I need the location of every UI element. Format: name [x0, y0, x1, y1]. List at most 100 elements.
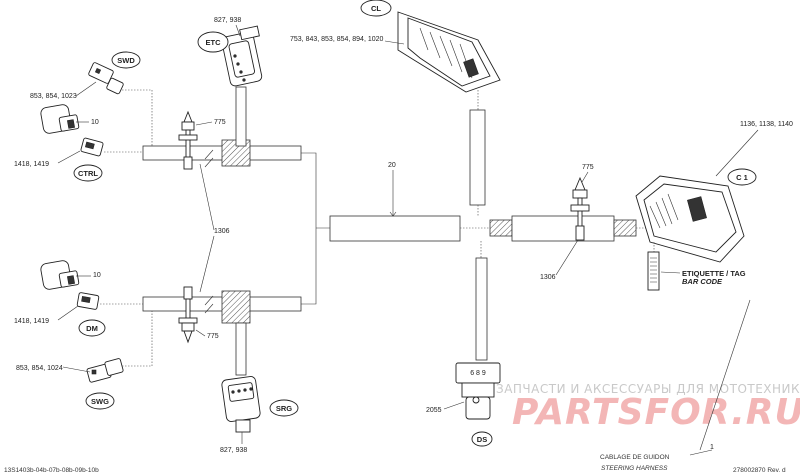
upper-cable-tie-tip — [183, 110, 193, 123]
srg-tag: SRG — [276, 404, 292, 413]
harness-trunk-right — [511, 215, 615, 242]
srg-connector: SRG 827, 938 — [220, 376, 299, 454]
cl-tag: CL — [371, 4, 381, 13]
right-1306-leader — [555, 239, 579, 276]
lower-cable-tie-tip — [183, 330, 193, 344]
c1-tag: C 1 — [736, 173, 748, 182]
tag-label-line2: BAR CODE — [682, 277, 723, 286]
etc-connector-latch — [239, 25, 260, 41]
swg-tag-bubble — [85, 392, 115, 410]
ds-connector-neck — [461, 382, 495, 398]
upper-775-leader — [195, 121, 213, 126]
upper-1418-leader — [57, 150, 81, 164]
lower-splice — [178, 286, 214, 344]
etc-leader — [235, 24, 241, 37]
swd-connector-plug — [106, 77, 124, 95]
lower-cable-tie-strap — [178, 317, 198, 324]
cl-connector-ribs — [419, 27, 473, 79]
upper-splice — [178, 110, 214, 170]
title-en: STEERING HARNESS — [601, 465, 668, 472]
lower-cable-tie-head — [181, 322, 195, 332]
watermark: ЗАПЧАСТИ И АКСЕССУАРЫ ДЛЯ МОТОТЕХНИКИ PA… — [496, 382, 800, 433]
ds-connector-body — [465, 396, 491, 420]
right-cable-tie-strap — [570, 204, 590, 212]
splice-ref: 1306 — [214, 228, 230, 235]
upper-1418-ref: 1418, 1419 — [14, 161, 49, 168]
srg-connector-face — [227, 382, 255, 402]
right-cable-tie-head — [572, 189, 588, 199]
ctrl-connector: CTRL 10 1418, 1419 — [14, 104, 143, 182]
etc-tag-bubble — [197, 31, 229, 53]
lower-775-leader — [195, 329, 206, 337]
ctrl-tag: CTRL — [78, 169, 98, 178]
swg-dash — [122, 311, 153, 367]
c1-part-ref: 1136, 1138, 1140 — [740, 121, 793, 128]
dm-tag: DM — [86, 324, 98, 333]
c1-connector-lock — [687, 196, 707, 222]
dm-tag-bubble — [78, 319, 106, 337]
swg-leader — [62, 366, 91, 373]
right-1306-ref: 1306 — [540, 274, 556, 281]
ds-wire — [475, 257, 488, 361]
trunk-sleeve-right — [613, 219, 637, 237]
upper-splice-sleeve — [183, 156, 193, 170]
c1-connector: C 1 1136, 1138, 1140 ETIQUETTE / TAG BAR… — [635, 121, 793, 451]
tag-1-leader — [689, 449, 713, 456]
drawing-id: 13S1403b-04b-07b-08b-09b-10b — [4, 467, 99, 474]
splice-leaders — [199, 163, 215, 293]
upper-cable-tie-head — [181, 121, 195, 131]
tag-label-leader — [660, 271, 681, 274]
right-775-leader — [581, 171, 589, 183]
tag-label-line1: ETIQUETTE / TAG — [682, 269, 746, 278]
swd-part-ref: 853, 854, 1023 — [30, 93, 77, 100]
lower-branch-sleeve — [221, 290, 251, 324]
trunk-sleeve-left — [489, 219, 513, 237]
ctrl-tag-bubble — [73, 164, 103, 182]
upper-775-ref: 775 — [214, 119, 226, 126]
lower-splice-marks — [204, 295, 214, 314]
etc-wire — [235, 86, 247, 147]
srg-wire — [235, 322, 247, 376]
footer: 13S1403b-04b-07b-08b-09b-10b CABLAGE DE … — [4, 454, 786, 474]
cl-tag-bubble — [360, 0, 392, 17]
cl-connector: CL 753, 843, 853, 854, 894, 1020 — [290, 0, 501, 93]
srg-connector-tail — [235, 419, 251, 433]
etc-connector: ETC 827, 938 — [197, 17, 263, 87]
cl-leader — [384, 40, 405, 45]
c1-callout-line — [699, 299, 751, 451]
cl-connector-lock — [463, 58, 479, 78]
junction-bracket — [301, 152, 330, 305]
harness-ref: 20 — [388, 162, 396, 169]
lower-1418-ref: 1418, 1419 — [14, 318, 49, 325]
lower-10-ref: 10 — [93, 272, 101, 279]
swg-connector-plug — [104, 358, 124, 376]
lower-splice-sleeve — [183, 286, 193, 300]
upper-10-ref: 10 — [91, 119, 99, 126]
ds-part-ref: 2055 — [426, 407, 442, 414]
c1-barcode — [650, 257, 657, 283]
etc-part-ref: 827, 938 — [214, 17, 241, 24]
etc-tag: ETC — [206, 38, 222, 47]
ds-connector: 6 8 9 DS 2055 — [426, 362, 501, 447]
doc-number: 278002870 Rev. d — [733, 467, 786, 474]
lower-775-ref: 775 — [207, 333, 219, 340]
harness-arrow — [389, 211, 397, 217]
swg-connector: SWG 853, 854, 1024 — [16, 311, 153, 410]
c1-barcode-tag — [647, 251, 660, 291]
c1-connector-face — [643, 183, 737, 253]
swd-connector-body — [88, 62, 114, 84]
cl-wire — [469, 109, 486, 206]
tag-1-ref: 1 — [710, 444, 714, 451]
watermark-logo: PARTSFOR.RU — [512, 392, 800, 433]
ds-digits: 6 8 9 — [470, 370, 486, 377]
swg-tag: SWG — [91, 397, 109, 406]
swd-dash — [122, 89, 153, 146]
ds-tag-bubble — [471, 431, 493, 447]
swd-leader — [75, 81, 97, 97]
lower-1418-leader — [57, 305, 79, 321]
watermark-line1: ЗАПЧАСТИ И АКСЕССУАРЫ ДЛЯ МОТОТЕХНИКИ — [496, 382, 800, 396]
right-splice-sleeve — [575, 225, 585, 241]
c1-connector-pins — [649, 193, 679, 229]
callouts: 775 775 1306 20 775 1306 1 — [195, 119, 714, 456]
